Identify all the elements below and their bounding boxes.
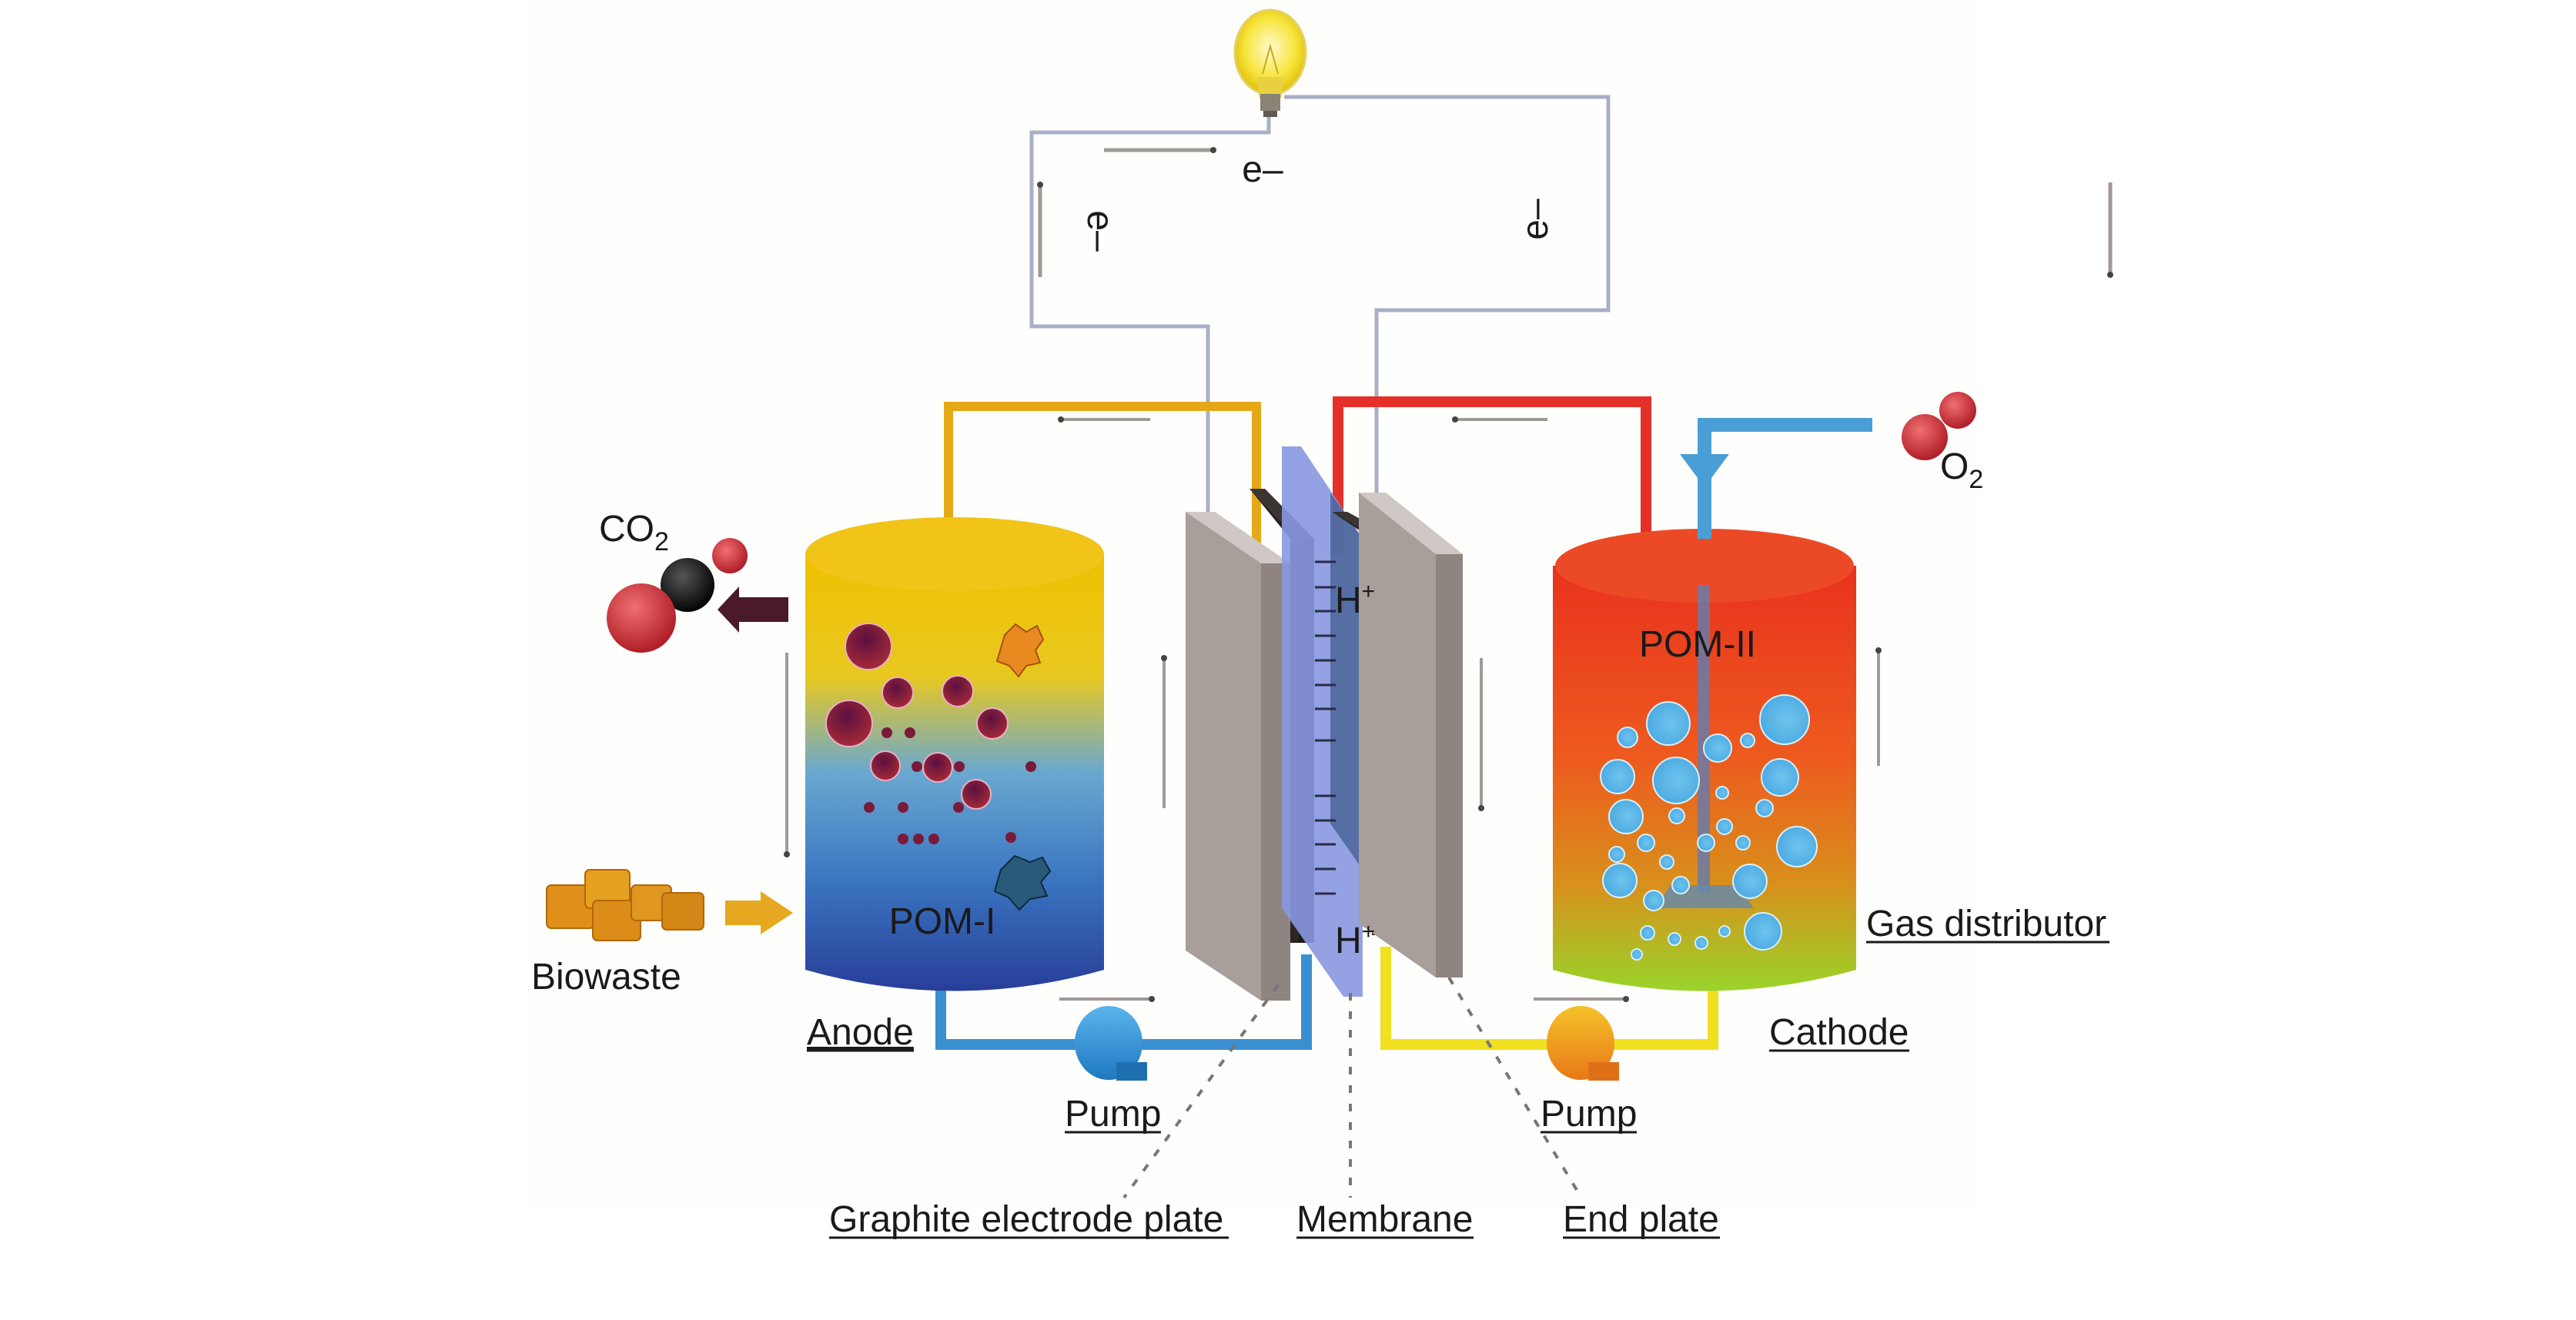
cathode-tank: POM-II [1553,418,1872,991]
wire-right [1284,95,1611,508]
membrane-sheet [1282,446,1363,997]
gas-distributor-shaft [1698,585,1710,893]
light-bulb-icon [1233,8,1307,117]
anode-label: Anode [807,1012,914,1053]
proton-label-bottom: H+ [1335,919,1375,961]
proton-label-top: H+ [1335,579,1375,621]
o2-label: O2 [1940,446,1983,494]
catalyst-molecule-blue-icon [993,854,1052,911]
anode-pump-label: Pump [1065,1094,1161,1135]
anode-pump-icon [1075,1006,1147,1081]
o2-bubbles [1600,694,1818,961]
cathode-tank-label: POM-II [1639,624,1756,665]
callout-leaders [1122,976,1583,1199]
callout-membrane: Membrane [1296,1199,1473,1240]
o2-molecule-icon [1902,392,1976,460]
cathode-pump-icon [1547,1006,1619,1081]
biowaste-icon [546,869,704,941]
o2-inlet-pipe [1698,418,1872,539]
pom-bubbles [825,623,1036,844]
left-end-plate [1186,512,1290,1001]
right-end-plate [1359,493,1463,977]
cathode-pump-label: Pump [1541,1094,1637,1135]
gas-distributor-label: Gas distributor [1866,904,2106,944]
callout-graphite-electrode-plate: Graphite electrode plate [829,1199,1223,1240]
co2-output-arrow [718,586,788,633]
catalyst-molecule-orange-icon [995,623,1045,678]
cathode-label: Cathode [1769,1012,1909,1053]
anode-tank: POM-I [805,517,1104,991]
electron-label-top: e– [1242,149,1283,190]
biowaste-label: Biowaste [531,957,681,998]
cell-stack: H+ H+ [1186,446,1463,1001]
anode-return-pipe [944,402,1261,562]
electron-label-left: e– [1079,210,1120,252]
anode-tank-label: POM-I [889,901,996,942]
callout-end-plate: End plate [1563,1199,1719,1240]
co2-label: CO2 [599,509,669,556]
external-circuit [1029,95,2113,516]
cathode-return-pipe [1333,396,1651,554]
biowaste-feed-arrow [725,891,793,934]
wire-left [1029,115,1271,516]
electron-label-right: e– [1515,199,1556,240]
co2-molecule-icon [607,538,748,653]
